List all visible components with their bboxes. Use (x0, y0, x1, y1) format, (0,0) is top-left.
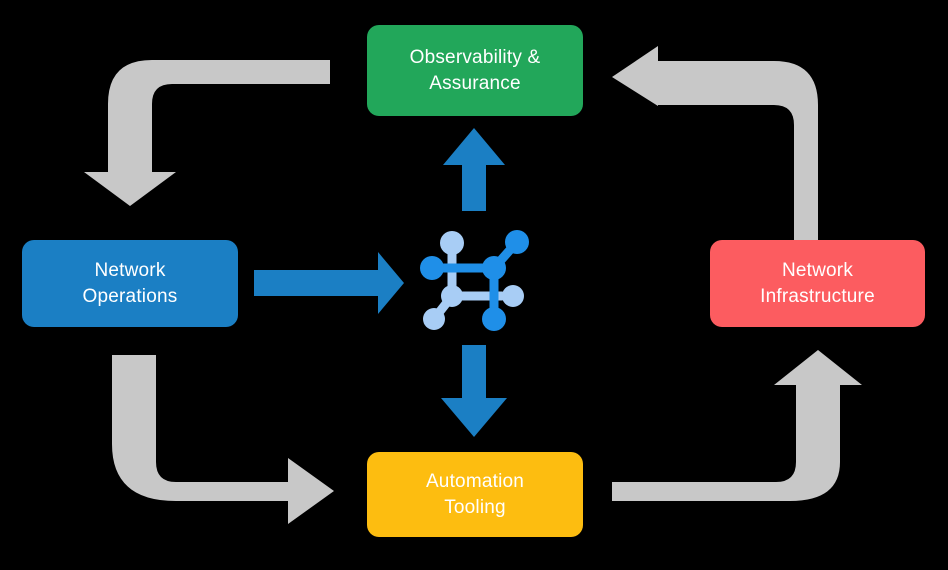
topology-nodes-secondary (423, 231, 524, 330)
connector-center-to-automation (441, 345, 507, 437)
node-automation-tooling[interactable]: Automation Tooling (367, 452, 583, 537)
node-observability-and-assurance[interactable]: Observability & Assurance (367, 25, 583, 116)
node-label-observability: Observability & Assurance (409, 46, 541, 94)
node-label-network-operations: Network Operations (82, 259, 178, 307)
node-network-infrastructure[interactable]: Network Infrastructure (710, 240, 925, 327)
network-topology-icon (420, 230, 529, 331)
topology-nodes-primary (420, 230, 529, 331)
connector-automation-to-infrastructure (612, 350, 862, 501)
connector-observability-to-operations (84, 60, 330, 206)
connector-center-to-observability (443, 128, 505, 211)
connector-operations-to-center (254, 252, 404, 314)
connector-infrastructure-to-observability (612, 46, 818, 240)
node-network-operations[interactable]: Network Operations (22, 240, 238, 327)
node-label-automation-tooling: Automation Tooling (425, 470, 525, 518)
node-label-network-infrastructure: Network Infrastructure (760, 259, 875, 307)
connector-operations-to-automation (112, 355, 334, 524)
